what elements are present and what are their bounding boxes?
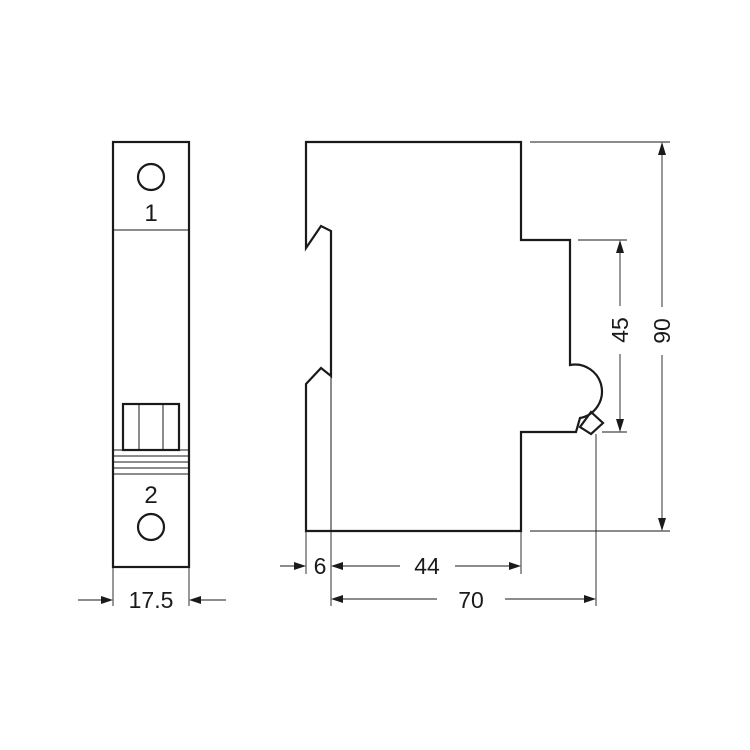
dimension-17-5: 17.5: [129, 587, 174, 613]
release-latch: [578, 410, 605, 436]
upper-terminal-screw: [136, 162, 166, 192]
dimension-70: 70: [458, 587, 484, 613]
dimension-45: 45: [607, 317, 633, 343]
lower-terminal-screw: [136, 512, 166, 542]
dimension-6: 6: [314, 553, 327, 579]
side-profile-outline: [304, 140, 604, 533]
dimension-44: 44: [414, 553, 440, 579]
front-housing-outline: [111, 140, 191, 569]
terminal-label-2: 2: [144, 482, 157, 509]
height-90-dimension: 90: [530, 141, 675, 532]
width-6-dimension: 6: [280, 553, 326, 579]
front-view: 1 2 17.5: [78, 140, 226, 613]
toggle-lever: [121, 402, 181, 452]
height-45-dimension: 45: [578, 239, 633, 433]
terminal-label-1: 1: [144, 200, 157, 227]
dimension-90: 90: [649, 318, 675, 344]
width-44-dimension: 44: [331, 553, 521, 579]
depth-70-dimension: 70: [331, 587, 596, 613]
lever-slot-band: [113, 449, 189, 475]
width-dimension: 17.5: [78, 567, 226, 613]
side-view: 90 45 6 44: [280, 140, 675, 613]
